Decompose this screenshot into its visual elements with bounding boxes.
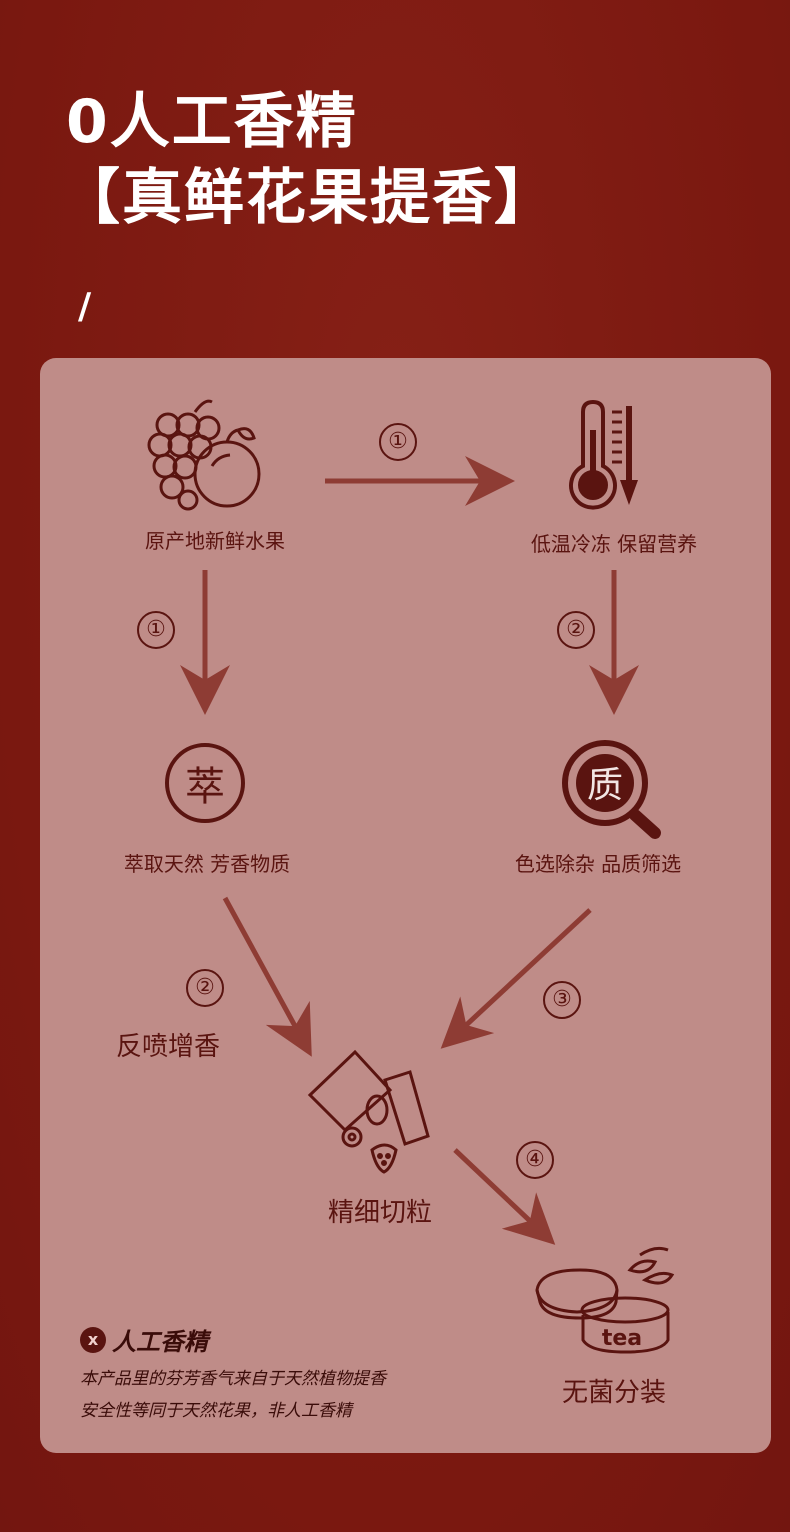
- arrow-extract-to-cut: [222, 896, 312, 1057]
- cold-label: 低温冷冻 保留营养: [530, 532, 698, 556]
- cut-label: 精细切粒: [327, 1198, 433, 1228]
- step-number: ②: [557, 611, 595, 649]
- svg-text:萃: 萃: [185, 764, 225, 810]
- note-heading: x 人工香精: [80, 1322, 208, 1357]
- tea-can-icon: tea: [535, 1246, 675, 1354]
- spray-label: 反喷增香: [115, 1032, 221, 1062]
- note-line-1: 本产品里的芬芳香气来自于天然植物提香: [80, 1369, 386, 1389]
- extract-label: 萃取天然 芳香物质: [123, 852, 291, 876]
- step-number: ②: [186, 969, 224, 1007]
- step-number: ①: [137, 611, 175, 649]
- headline: 0人工香精: [66, 87, 358, 157]
- note-heading-text: 人工香精: [112, 1328, 208, 1356]
- note-line-2: 安全性等同于天然花果，非人工香精: [80, 1401, 352, 1421]
- magnifier-icon: 质: [562, 740, 661, 839]
- pack-label: 无菌分装: [561, 1378, 667, 1408]
- step-number: ③: [543, 981, 581, 1019]
- step-number: ①: [379, 423, 417, 461]
- x-icon: x: [80, 1326, 106, 1353]
- fruit-icon: [147, 399, 261, 511]
- extract-icon: 萃: [165, 743, 245, 823]
- thermometer-icon: [569, 399, 638, 510]
- step-number: ④: [516, 1141, 554, 1179]
- slash-mark: /: [78, 286, 92, 327]
- diced-pieces-icon: [307, 1049, 430, 1174]
- arrow-cut-to-pack: [453, 1148, 556, 1245]
- svg-text:质: 质: [587, 765, 623, 806]
- select-label: 色选除杂 品质筛选: [514, 852, 682, 876]
- fruit-label: 原产地新鲜水果: [145, 529, 285, 553]
- subheadline: 【真鲜花果提香】: [60, 163, 556, 233]
- svg-text:tea: tea: [602, 1326, 642, 1351]
- arrow-select-to-cut: [440, 908, 592, 1049]
